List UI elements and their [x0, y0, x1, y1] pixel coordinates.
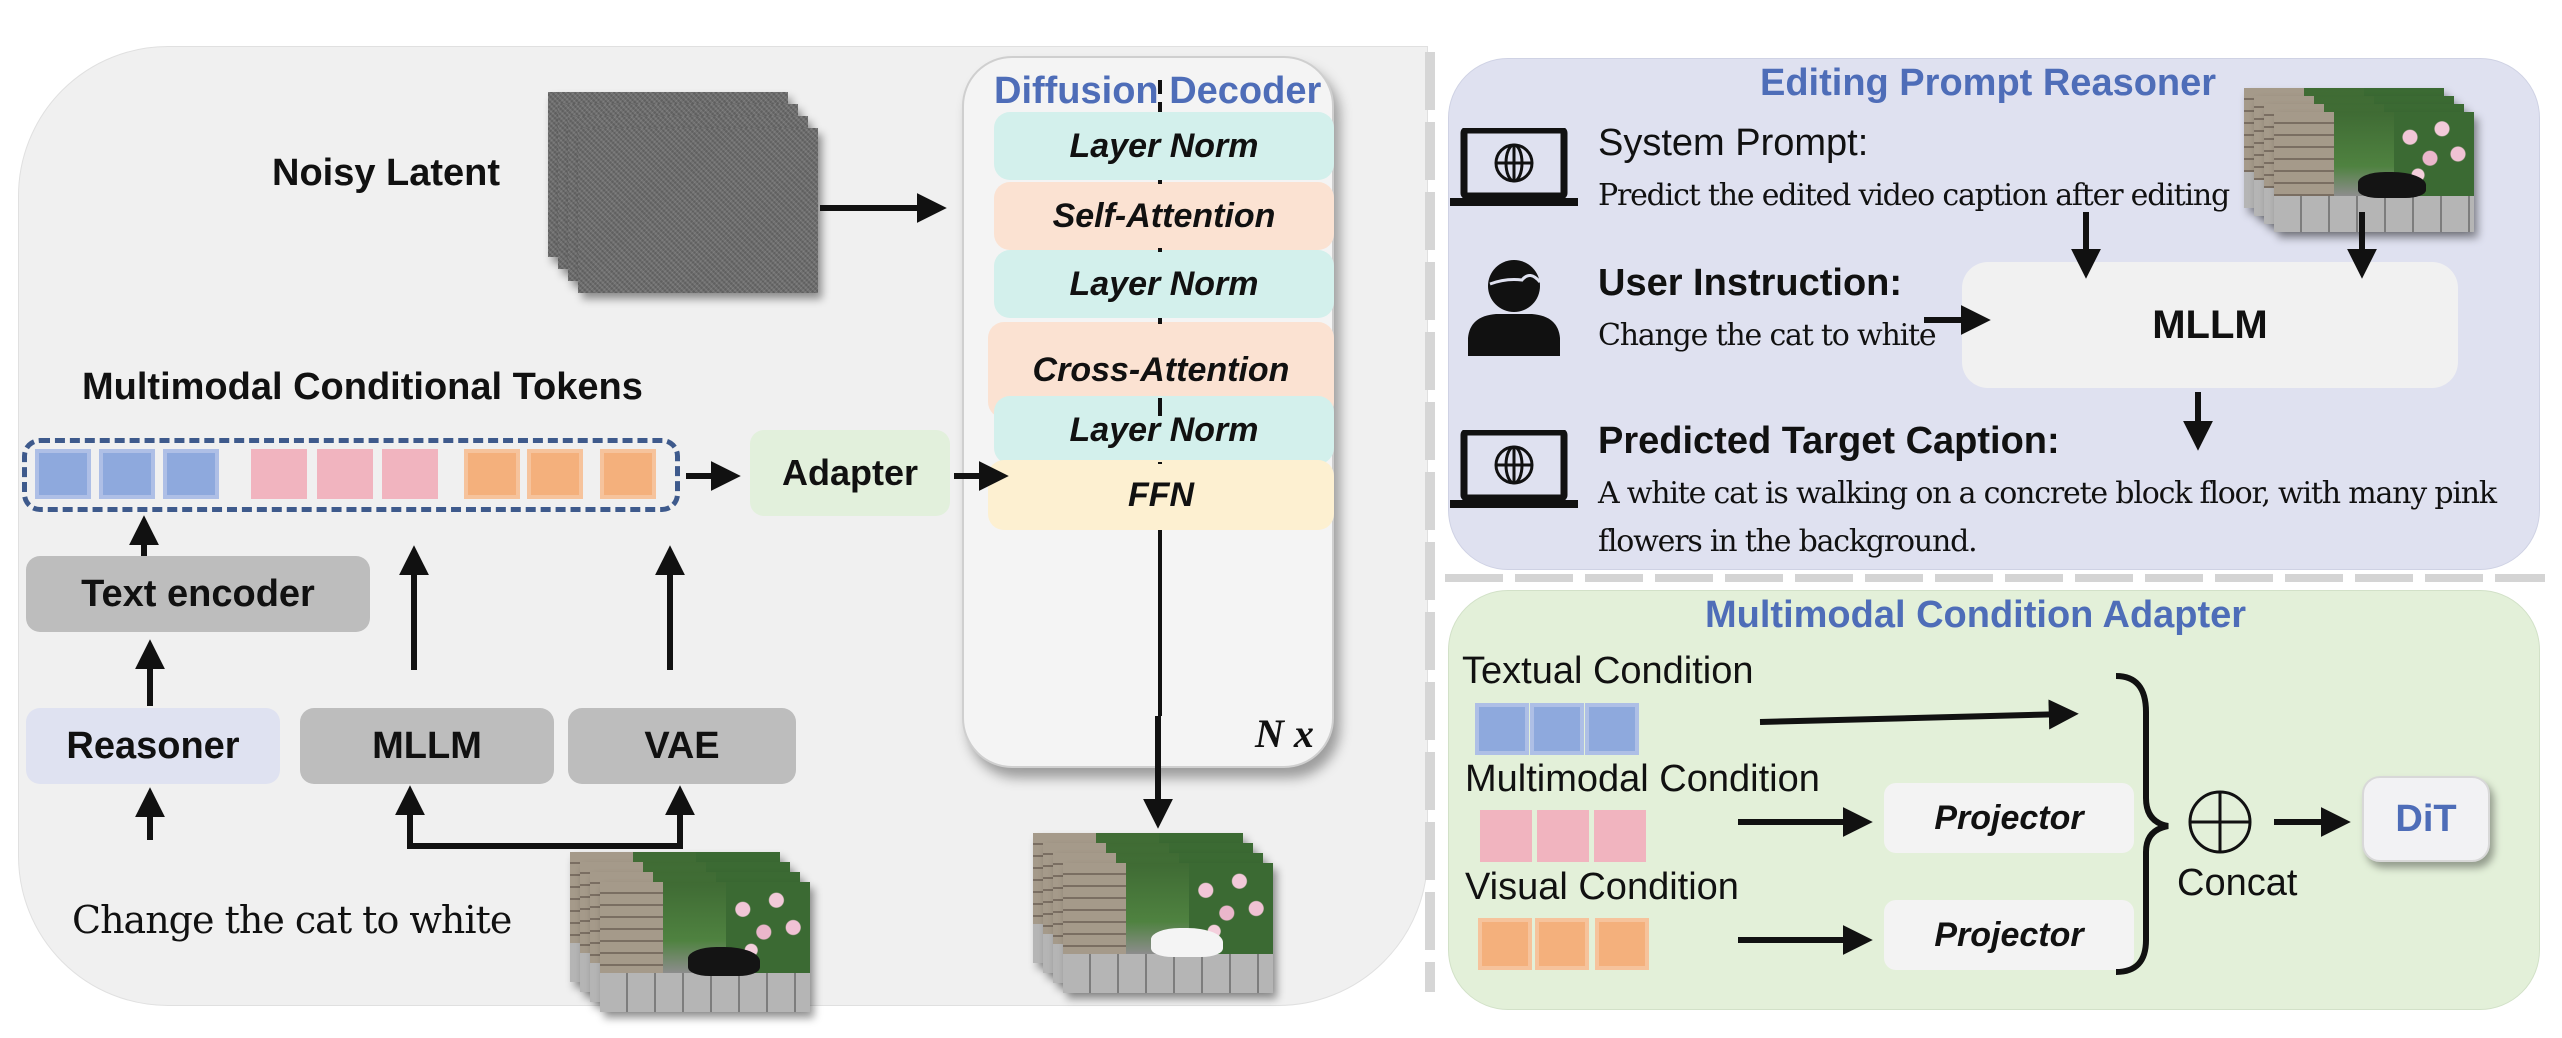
text-token	[163, 449, 219, 499]
dit-label: DiT	[2395, 797, 2457, 840]
decoder-layer-layer-norm: Layer Norm	[994, 396, 1334, 464]
decoder-layer-self-attention: Self-Attention	[994, 182, 1334, 250]
text-encoder-box: Text encoder	[26, 556, 370, 632]
multimodal-condition-label: Multimodal Condition	[1465, 758, 1820, 800]
text-token	[35, 449, 91, 499]
text-encoder-label: Text encoder	[81, 572, 315, 615]
multimodal-token	[317, 449, 373, 499]
decoder-layer-ffn: FFN	[988, 460, 1334, 530]
visual-condition-label: Visual Condition	[1465, 866, 1739, 908]
multimodal-token	[1537, 810, 1589, 862]
vae-label: VAE	[644, 724, 720, 767]
layer-label: Layer Norm	[1069, 264, 1259, 303]
predicted-caption-line-2: flowers in the background.	[1598, 524, 1978, 559]
adapter-label: Adapter	[781, 452, 919, 493]
repeat-n-label: N x	[1255, 711, 1314, 756]
noisy-latent-label: Noisy Latent	[272, 152, 501, 194]
visual-token	[1595, 918, 1649, 970]
visual-token	[1535, 918, 1589, 970]
multimodal-token	[251, 449, 307, 499]
projector-label: Projector	[1934, 915, 2084, 954]
adapter-box: Adapter	[750, 430, 950, 516]
reasoner-box: Reasoner	[26, 708, 280, 784]
predicted-caption-label: Predicted Target Caption:	[1598, 420, 2060, 462]
laptop-globe-icon	[1450, 430, 1578, 508]
decoder-layer-layer-norm: Layer Norm	[994, 112, 1334, 180]
system-prompt-text: Predict the edited video caption after e…	[1598, 178, 2230, 213]
video-frame	[2274, 112, 2474, 232]
mllm-label: MLLM	[372, 724, 482, 767]
multimodal-token	[382, 449, 438, 499]
vertical-divider	[1425, 52, 1435, 992]
reasoner-mllm-box: MLLM	[1962, 262, 2458, 388]
layer-label: Self-Attention	[1052, 196, 1276, 235]
layer-label: Layer Norm	[1069, 126, 1259, 165]
multimodal-token-sequence	[22, 438, 680, 512]
visual-token	[600, 449, 656, 499]
reasoner-panel-title: Editing Prompt Reasoner	[1760, 62, 2217, 104]
system-prompt-label: System Prompt:	[1598, 122, 1869, 164]
user-icon	[1468, 260, 1560, 356]
dit-box: DiT	[2362, 776, 2490, 862]
layer-label: FFN	[1127, 475, 1195, 514]
horizontal-divider	[1445, 574, 2545, 582]
user-instruction-label: User Instruction:	[1598, 262, 1903, 304]
visual-token	[464, 449, 520, 499]
reasoner-label: Reasoner	[66, 724, 240, 767]
video-frame	[600, 882, 810, 1012]
reasoner-mllm-label: MLLM	[2152, 302, 2268, 347]
projector-label: Projector	[1934, 798, 2084, 837]
text-token	[1530, 703, 1584, 755]
decoder-layer-layer-norm: Layer Norm	[994, 250, 1334, 318]
video-frame	[1063, 863, 1273, 993]
visual-projector-box: Projector	[1884, 900, 2134, 970]
visual-token	[527, 449, 583, 499]
multimodal-token	[1480, 810, 1532, 862]
text-token	[1475, 703, 1529, 755]
tokens-label: Multimodal Conditional Tokens	[82, 366, 643, 408]
text-token	[99, 449, 155, 499]
layer-label: Layer Norm	[1069, 410, 1259, 449]
layer-label: Cross-Attention	[1032, 350, 1290, 389]
predicted-caption-line-1: A white cat is walking on a concrete blo…	[1598, 476, 2497, 511]
text-token	[1585, 703, 1639, 755]
laptop-globe-icon	[1450, 128, 1578, 206]
multimodal-token	[1594, 810, 1646, 862]
decoder-title: Diffusion Decoder	[994, 70, 1322, 112]
noise-frame	[578, 128, 818, 293]
concat-label: Concat	[2177, 862, 2298, 904]
mllm-box: MLLM	[300, 708, 554, 784]
visual-token	[1478, 918, 1532, 970]
user-instruction-text: Change the cat to white	[1598, 318, 1937, 353]
multimodal-projector-box: Projector	[1884, 783, 2134, 853]
vae-box: VAE	[568, 708, 796, 784]
adapter-panel-title: Multimodal Condition Adapter	[1705, 594, 2247, 636]
instruction-text: Change the cat to white	[72, 898, 512, 942]
textual-condition-label: Textual Condition	[1462, 650, 1754, 692]
